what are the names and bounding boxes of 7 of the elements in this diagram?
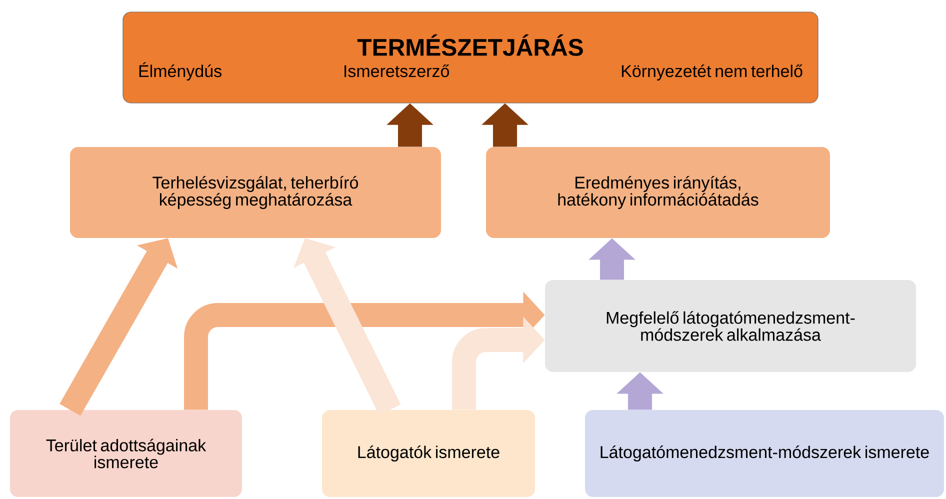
input-box: Látogatók ismerete (322, 410, 535, 497)
process-box: Eredményes irányítás, hatékony információátadás (486, 147, 830, 238)
input-box: Terület adottságainak ismerete (10, 410, 242, 497)
process-box: Megfelelő látogatómenedzsment-módszerek alkalmazása (545, 280, 916, 372)
title-box: TERMÉSZETJÁRÁS Élménydús Ismeretszerző Környezetét nem terhelő (122, 12, 818, 104)
input-box: Látogatómenedzsment-módszerek ismerete (585, 410, 944, 497)
process-box: Terhelésvizsgálat, teherbíró képesség meghatározása (70, 147, 441, 238)
